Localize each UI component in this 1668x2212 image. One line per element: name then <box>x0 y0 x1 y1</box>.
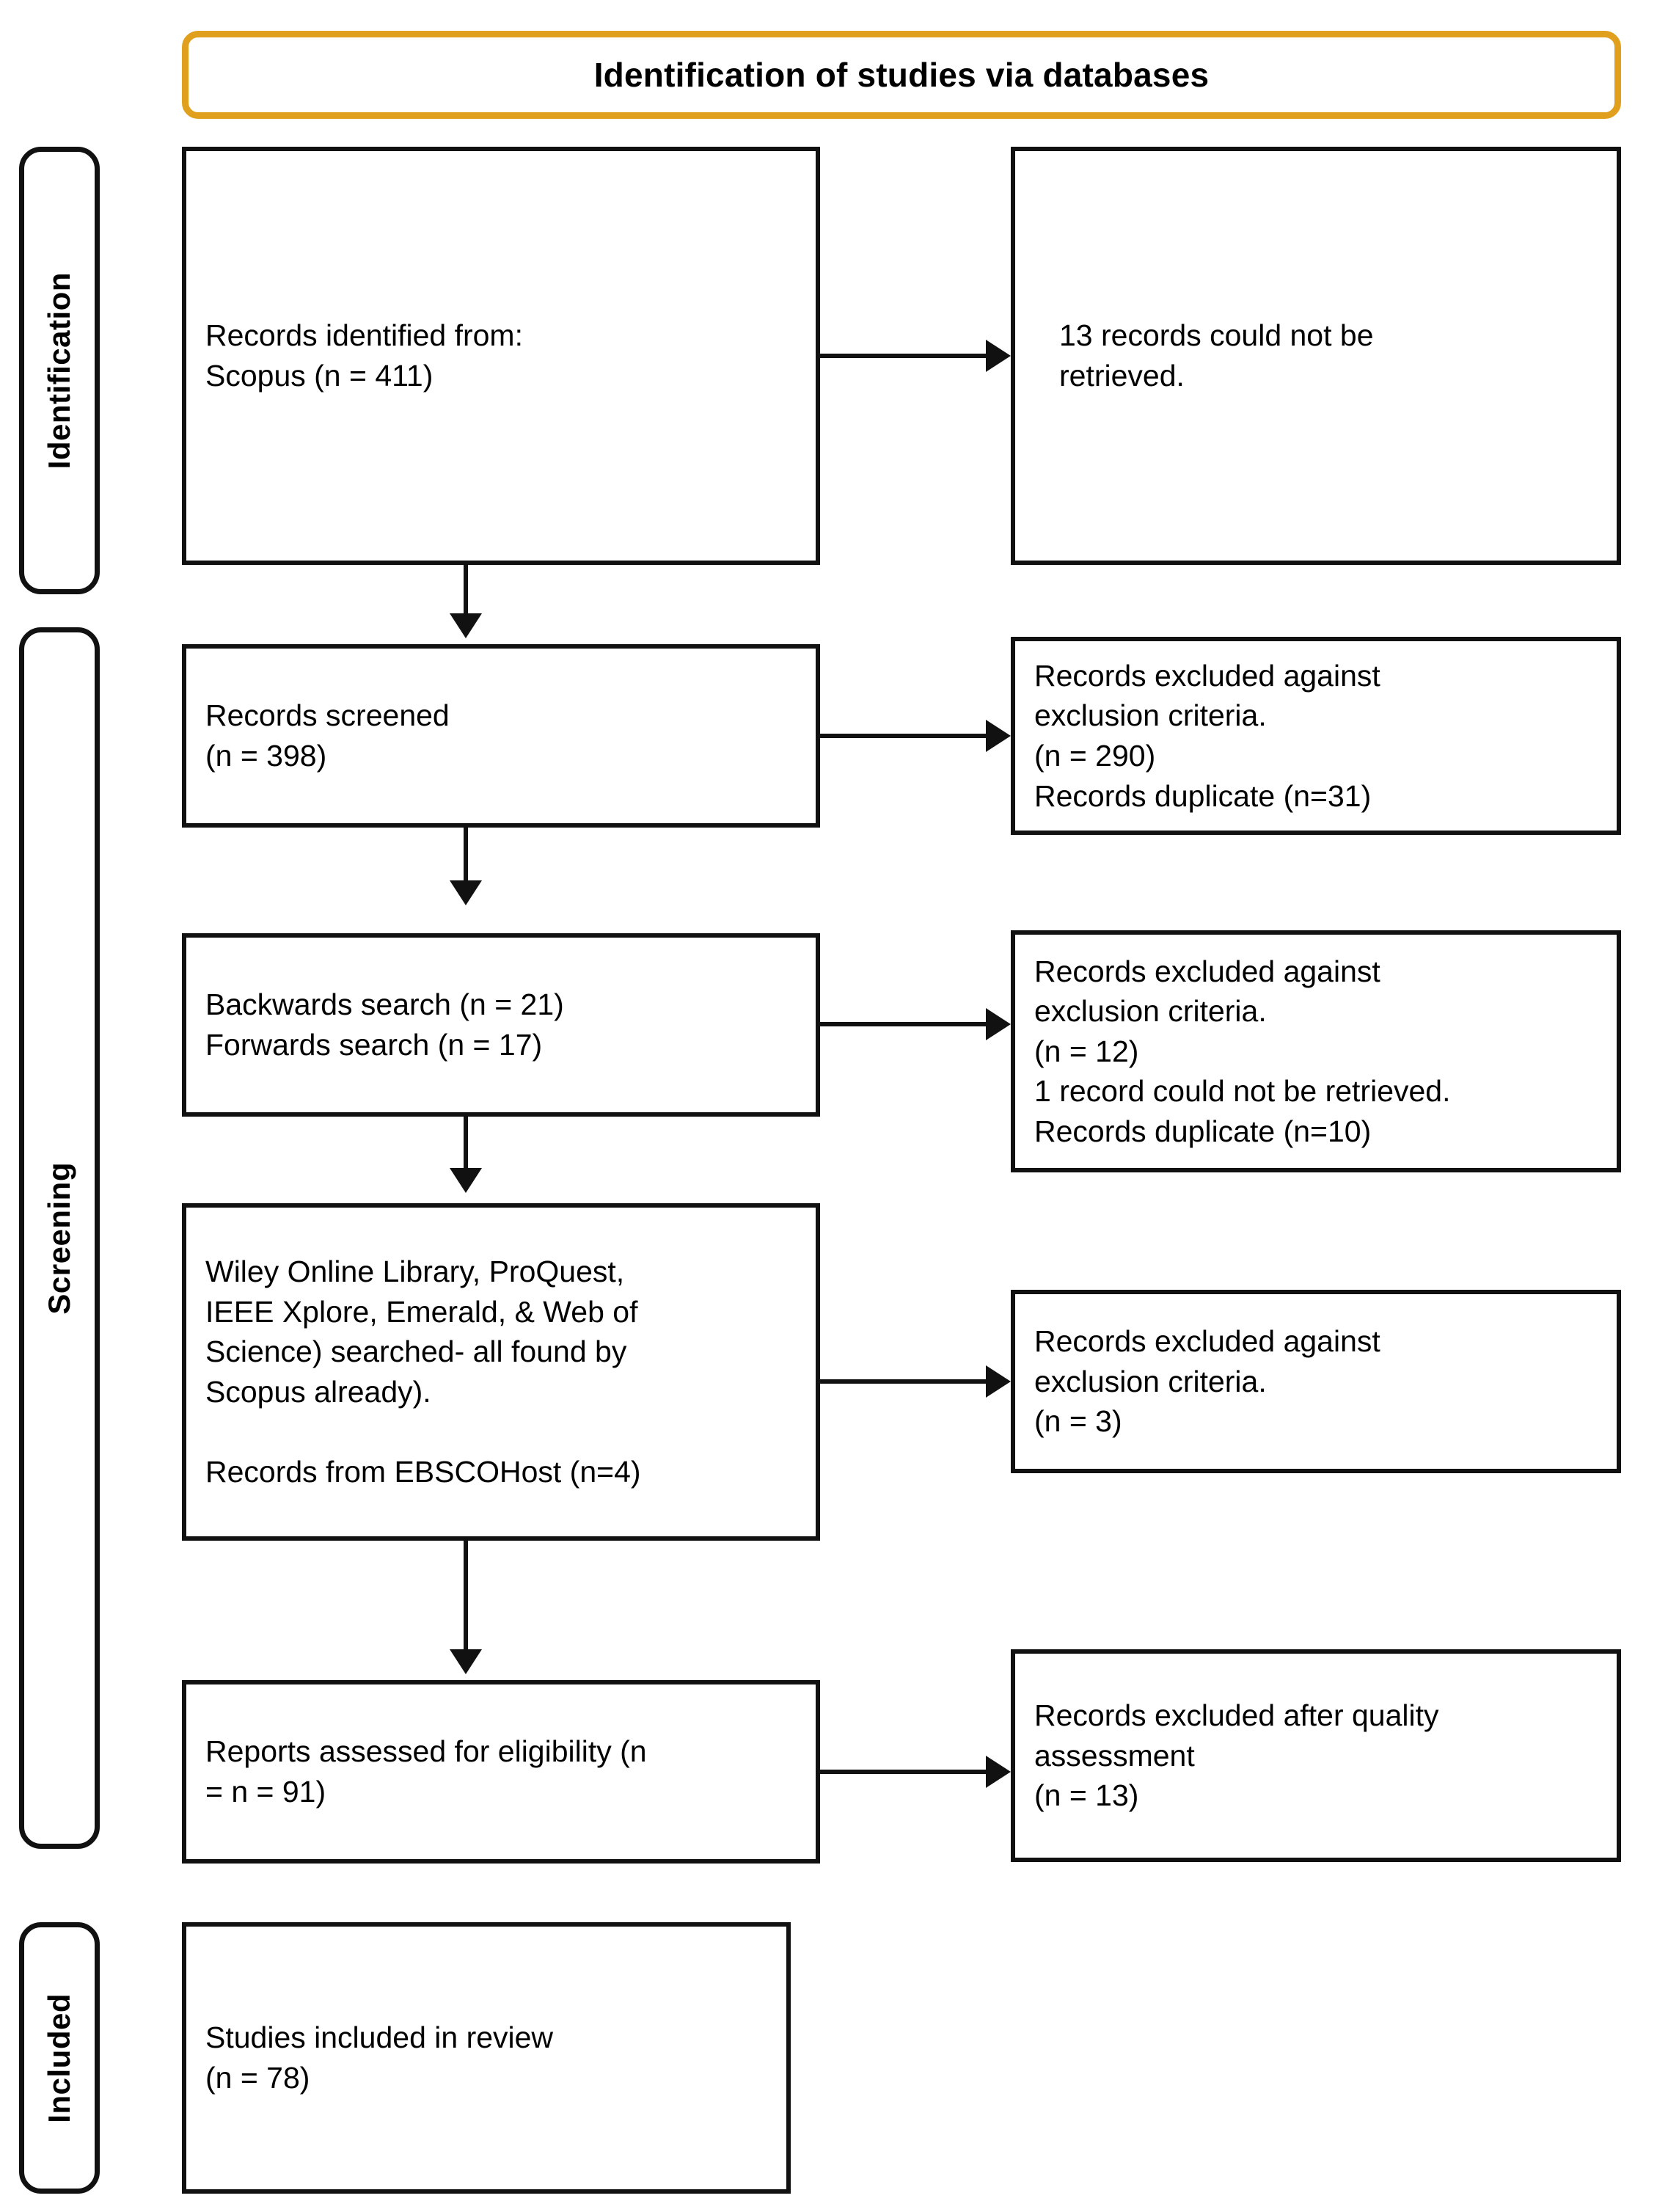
connector-identified-to-not-retrieved <box>820 354 986 358</box>
box-excluded-screening-2: Records excluded against exclusion crite… <box>1011 930 1621 1172</box>
box-backwards-forwards-search-text: Backwards search (n = 21) Forwards searc… <box>205 988 564 1062</box>
box-records-not-retrieved: 13 records could not be retrieved. <box>1011 147 1621 565</box>
box-excluded-screening-1: Records excluded against exclusion crite… <box>1011 637 1621 835</box>
stage-label-screening: Screening <box>42 1161 76 1315</box>
box-records-screened: Records screened (n = 398) <box>182 644 820 828</box>
connector-other-databases-to-reports <box>464 1541 468 1651</box>
stage-pill-included: Included <box>19 1922 100 2194</box>
connector-search-to-other-databases <box>464 1117 468 1171</box>
box-reports-assessed-text: Reports assessed for eligibility (n = n … <box>205 1734 647 1808</box>
box-excluded-screening-2-text: Records excluded against exclusion crite… <box>1034 954 1451 1148</box>
stage-label-included: Included <box>42 1993 76 2123</box>
connector-screened-to-excluded-1 <box>820 734 986 738</box>
arrowhead-other-databases-to-reports <box>450 1649 482 1674</box>
stage-pill-identification: Identification <box>19 147 100 594</box>
box-reports-assessed: Reports assessed for eligibility (n = n … <box>182 1680 820 1864</box>
arrowhead-other-databases-to-excluded-3 <box>986 1365 1011 1398</box>
diagram-header-banner: Identification of studies via databases <box>182 31 1621 119</box>
box-excluded-quality-text: Records excluded after quality assessmen… <box>1034 1698 1439 1813</box>
connector-other-databases-to-excluded-3 <box>820 1379 986 1384</box>
box-excluded-screening-3-text: Records excluded against exclusion crite… <box>1034 1324 1380 1439</box>
arrowhead-reports-to-excluded-quality <box>986 1756 1011 1788</box>
box-studies-included: Studies included in review (n = 78) <box>182 1922 791 2194</box>
arrowhead-screened-to-excluded-1 <box>986 720 1011 752</box>
box-records-identified-text: Records identified from: Scopus (n = 411… <box>205 318 523 393</box>
arrowhead-identified-to-not-retrieved <box>986 340 1011 372</box>
box-excluded-screening-1-text: Records excluded against exclusion crite… <box>1034 658 1380 813</box>
connector-search-to-excluded-2 <box>820 1022 986 1026</box>
box-records-screened-text: Records screened (n = 398) <box>205 698 450 773</box>
arrowhead-search-to-excluded-2 <box>986 1008 1011 1040</box>
diagram-title: Identification of studies via databases <box>593 55 1210 94</box>
connector-screened-to-search <box>464 828 468 883</box>
arrowhead-identified-to-screened <box>450 613 482 638</box>
box-studies-included-text: Studies included in review (n = 78) <box>205 2021 554 2095</box>
stage-pill-screening: Screening <box>19 627 100 1849</box>
arrowhead-search-to-other-databases <box>450 1168 482 1193</box>
connector-reports-to-excluded-quality <box>820 1770 986 1774</box>
box-excluded-quality: Records excluded after quality assessmen… <box>1011 1649 1621 1862</box>
box-excluded-screening-3: Records excluded against exclusion crite… <box>1011 1290 1621 1473</box>
stage-label-identification: Identification <box>42 271 76 470</box>
arrowhead-screened-to-search <box>450 880 482 905</box>
connector-identified-to-screened <box>464 565 468 616</box>
box-records-identified: Records identified from: Scopus (n = 411… <box>182 147 820 565</box>
box-other-databases: Wiley Online Library, ProQuest, IEEE Xpl… <box>182 1203 820 1541</box>
box-other-databases-text: Wiley Online Library, ProQuest, IEEE Xpl… <box>205 1255 641 1489</box>
box-backwards-forwards-search: Backwards search (n = 21) Forwards searc… <box>182 933 820 1117</box>
box-records-not-retrieved-text: 13 records could not be retrieved. <box>1059 318 1374 393</box>
